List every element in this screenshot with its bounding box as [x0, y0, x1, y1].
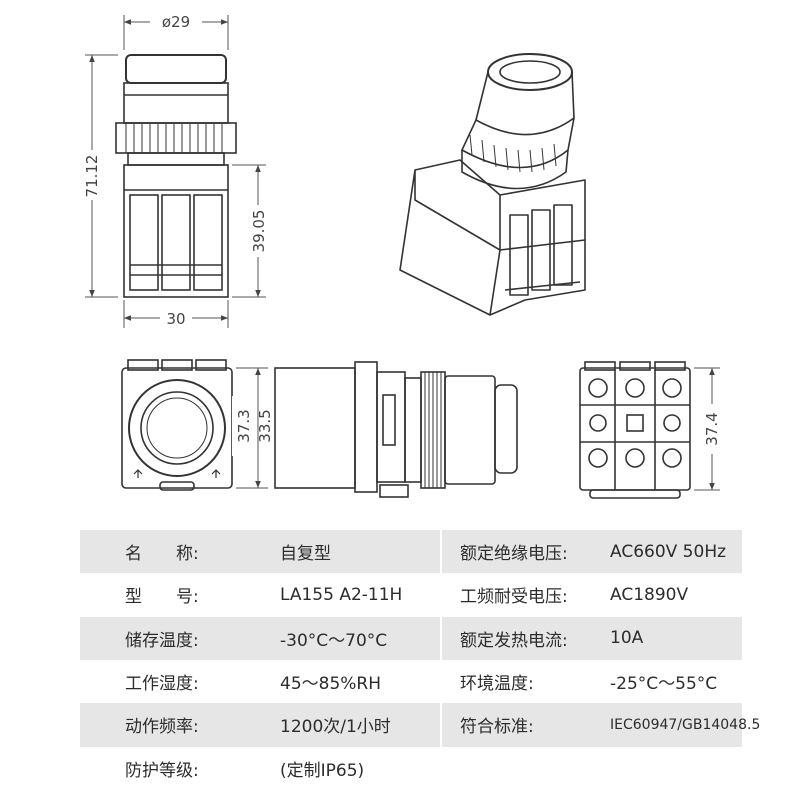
spec-value: -25°C～55°C [610, 659, 742, 704]
technical-drawing: ø29 71.12 39.05 30 [83, 13, 721, 499]
spec-row: 工作湿度: 45～85%RH 环境温度: -25°C～55°C [80, 659, 742, 704]
spec-value: 自复型 [280, 530, 441, 574]
front-view [115, 54, 237, 298]
spec-row: 防护等级: (定制IP65) [80, 746, 742, 790]
spec-label: 防护等级: [80, 746, 280, 790]
dim-height-body: 39.05 [250, 210, 268, 253]
top-dimensions [236, 367, 268, 489]
spec-value: (定制IP65) [280, 746, 441, 790]
front-dimensions [85, 15, 266, 328]
dim-diameter: ø29 [162, 13, 190, 31]
spec-label: 名 称: [80, 530, 280, 574]
spec-label [442, 746, 610, 790]
spec-label: 符合标准: [442, 703, 610, 747]
spec-row: 动作频率: 1200次/1小时 符合标准: IEC60947/GB14048.5 [80, 703, 760, 747]
dim-height-left-a: 37.3 [235, 409, 253, 442]
spec-value: 1200次/1小时 [280, 703, 441, 747]
spec-label: 环境温度: [442, 659, 610, 704]
spec-value: LA155 A2-11H [280, 573, 441, 617]
isometric-view [399, 53, 586, 316]
spec-value: -30°C～70°C [280, 616, 441, 660]
dim-height-left-b: 33.5 [256, 409, 274, 442]
spec-row: 储存温度: -30°C～70°C 额定发热电流: 10A [80, 616, 742, 660]
dim-height-right: 37.4 [703, 412, 721, 445]
spec-label: 储存温度: [80, 616, 280, 660]
spec-value [610, 746, 742, 790]
dim-height-total: 71.12 [83, 155, 101, 198]
spec-table: 名 称: 自复型 额定绝缘电压: AC660V 50Hz 型 号: LA155 … [80, 530, 760, 790]
spec-label: 额定发热电流: [442, 616, 610, 660]
spec-row: 名 称: 自复型 额定绝缘电压: AC660V 50Hz [80, 530, 742, 574]
spec-label: 额定绝缘电压: [442, 530, 610, 574]
dim-width: 30 [166, 310, 185, 328]
spec-label: 工作湿度: [80, 659, 280, 704]
spec-value: AC1890V [610, 573, 742, 617]
spec-label: 动作频率: [80, 703, 280, 747]
top-view [121, 359, 233, 491]
spec-value: AC660V 50Hz [610, 530, 742, 574]
spec-value: 10A [610, 616, 742, 660]
spec-label: 工频耐受电压: [442, 573, 610, 617]
rear-view [579, 361, 691, 499]
side-view [274, 361, 518, 498]
spec-value: 45～85%RH [280, 659, 441, 704]
spec-value: IEC60947/GB14048.5 [610, 703, 760, 747]
spec-label: 型 号: [80, 573, 280, 617]
spec-row: 型 号: LA155 A2-11H 工频耐受电压: AC1890V [80, 573, 742, 617]
